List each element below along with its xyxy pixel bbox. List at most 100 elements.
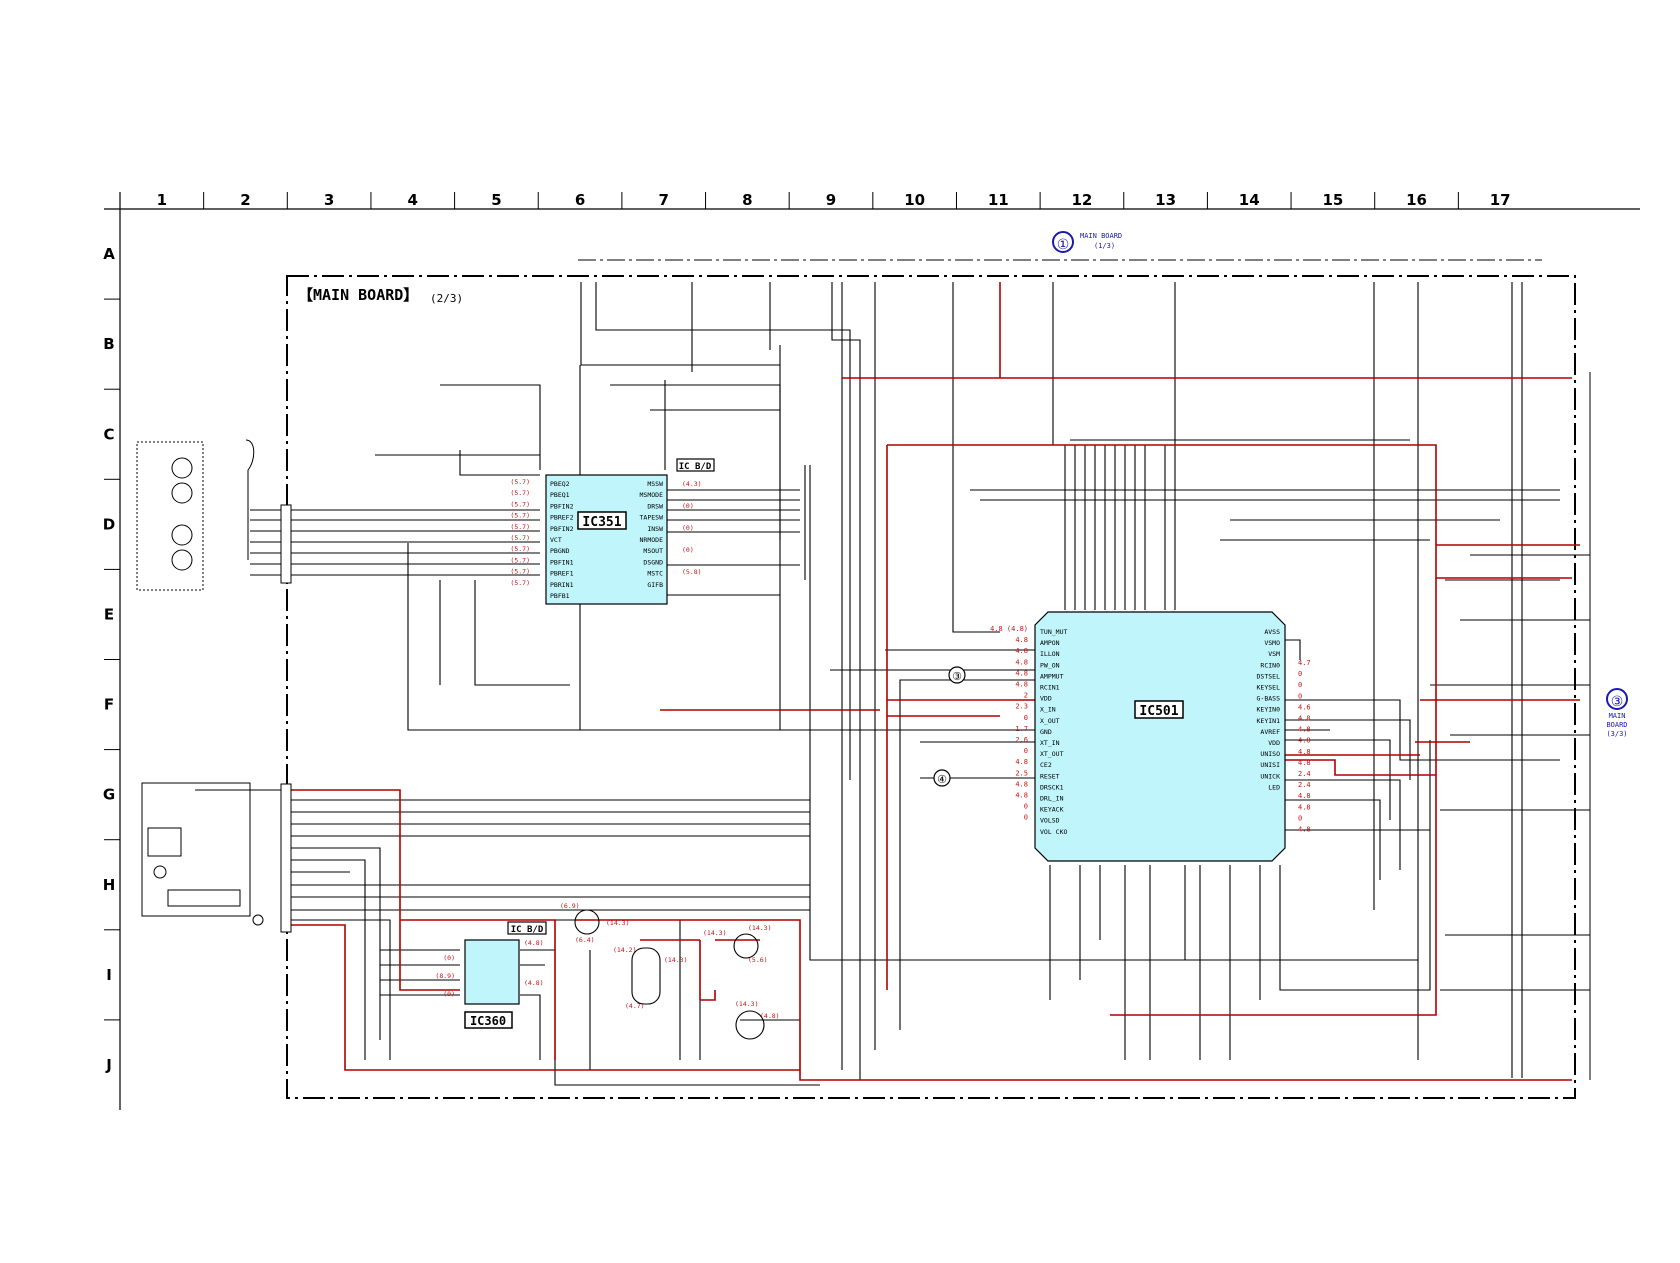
ic501-pin-label: LED [1268, 783, 1280, 791]
ic351-pin-label: PBEQ2 [550, 480, 570, 488]
voltage-label: 4.8 [1015, 636, 1028, 644]
voltage-label: 4.8 [1015, 669, 1028, 677]
ic501-pin-label: VOLSD [1040, 817, 1060, 825]
ic351-pin-label: NRMODE [640, 536, 664, 544]
voltage-label: 4.8 [1298, 759, 1311, 767]
column-label: 5 [491, 191, 501, 209]
row-label: B [103, 335, 114, 353]
voltage-label: (5.8) [682, 568, 702, 576]
column-label: 12 [1072, 191, 1093, 209]
ic501-right-pins: AVSSVSMOVSMRCIN0DSTSELKEYSELG-BASSKEYIN0… [1257, 628, 1281, 791]
voltage-label: 2.3 [1015, 703, 1028, 711]
right-connector-line2: BOARD [1606, 721, 1627, 729]
ic501-pin-label: RCIN0 [1260, 661, 1280, 669]
voltage-label: 0 [1024, 803, 1028, 811]
ic351-pin-label: MSTC [647, 570, 663, 578]
ic351-pin-label: MSSW [647, 480, 663, 488]
ic351-pin-label: MSMODE [640, 491, 664, 499]
voltage-label: 0 [1298, 692, 1302, 700]
ic351-pin-label: PBFIN2 [550, 525, 574, 533]
voltage-label: (14.3) [606, 919, 629, 927]
voltage-label: 4.7 [1298, 659, 1311, 667]
right-connector-3: ③ MAIN BOARD (3/3) [1589, 372, 1628, 1080]
column-label: 17 [1490, 191, 1511, 209]
voltage-label: (5.7) [510, 568, 530, 576]
voltage-label: (5.7) [510, 500, 530, 508]
transistors [574, 909, 765, 1040]
voltage-label: 4.8 [1015, 792, 1028, 800]
ic351-pin-label: PBFIN2 [550, 502, 574, 510]
voltage-label: 0 [1024, 814, 1028, 822]
voltage-label: (14.2) [613, 946, 636, 954]
ic351-pin-label: INSW [647, 525, 663, 533]
voltage-label: 4.8 [1015, 658, 1028, 666]
column-label: 15 [1322, 191, 1343, 209]
voltage-label: 4.8 [1015, 780, 1028, 788]
top-connector-number: ① [1057, 237, 1070, 253]
voltage-label: 2 [1024, 692, 1028, 700]
board-sheet: (2/3) [430, 292, 463, 305]
red-power-nets [287, 282, 1580, 1081]
ic501-pin-label: VDD [1268, 739, 1280, 747]
ic351-pin-label: PBEQ1 [550, 491, 570, 499]
top-connector-line1: MAIN BOARD [1080, 232, 1122, 240]
row-label: E [104, 605, 114, 623]
voltage-label: 4.8 [1298, 748, 1311, 756]
ic501-pin-label: KEYIN1 [1257, 717, 1281, 725]
column-label: 3 [324, 191, 334, 209]
right-connector-line1: MAIN [1609, 712, 1626, 720]
ic501-pin-label: CE2 [1040, 761, 1052, 769]
ic501-pin-label: VOL CKO [1040, 828, 1067, 836]
voltage-label: (0) [443, 954, 455, 962]
ic501-left-pins: TUN_MUTAMPONILLONPW_ONAMPMUTRCIN1VDDX_IN… [1040, 628, 1067, 836]
ic351-pin-label: TAPESW [640, 514, 664, 522]
ic351-label: IC351 [582, 515, 621, 530]
ic501-pin-label: AMPON [1040, 639, 1060, 647]
voltage-label: (8.9) [435, 972, 455, 980]
row-label: H [103, 876, 116, 894]
voltage-label: (5.7) [510, 534, 530, 542]
voltage-label: 4.8 [1298, 792, 1311, 800]
ic501-pin-label: GND [1040, 728, 1052, 736]
voltage-label: 4.8 [1298, 803, 1311, 811]
row-label: A [103, 245, 115, 263]
ic501-pin-label: UNISO [1260, 750, 1280, 758]
ic501-pin-label: VSM [1268, 650, 1280, 658]
grid-frame [104, 192, 1640, 1110]
column-label: 6 [575, 191, 585, 209]
ic501-pin-label: X_IN [1040, 706, 1056, 714]
voltage-label: (5.7) [510, 523, 530, 531]
ic360-tag: IC B/D [511, 925, 544, 935]
voltage-label: 4.8 [1298, 726, 1311, 734]
voltage-label: 0 [1024, 714, 1028, 722]
ic501-pin-label: VSMO [1264, 639, 1280, 647]
ic351-pin-label: PBGND [550, 547, 570, 555]
column-label: 16 [1406, 191, 1427, 209]
voltage-label: (14.3) [703, 929, 726, 937]
ic501-pin-label: KEYSEL [1257, 684, 1281, 692]
ic501-pin-label: X_OUT [1040, 717, 1060, 725]
ic351-pin-label: DRSW [647, 502, 663, 510]
voltage-label: 1.7 [1015, 725, 1028, 733]
callout-4: ④ [933, 769, 951, 787]
ic501-pin-label: KEYIN0 [1257, 706, 1281, 714]
column-label: 11 [988, 191, 1009, 209]
ic501-pin-label: RCIN1 [1040, 684, 1060, 692]
column-label: 9 [826, 191, 836, 209]
top-connector-1: ① MAIN BOARD (1/3) [1052, 231, 1122, 253]
voltage-label: 4.8 [1015, 647, 1028, 655]
voltage-label: 2.5 [1015, 769, 1028, 777]
row-label: F [104, 696, 114, 714]
ic501-pin-label: DRL_IN [1040, 795, 1064, 803]
voltage-label: 4.8 [1015, 681, 1028, 689]
ic351-pin-label: PBREF1 [550, 570, 574, 578]
voltage-label: (14.3) [664, 956, 687, 964]
ic501-pin-label: AVREF [1260, 728, 1280, 736]
ic501-left-voltages: 4.8 (4.8)4.84.84.84.84.822.301.72.604.82… [990, 625, 1028, 822]
ic501-pin-label: VDD [1040, 695, 1052, 703]
voltage-label: (4.8) [760, 1012, 780, 1020]
voltage-label: 0 [1298, 670, 1302, 678]
voltage-label: (14.3) [748, 924, 771, 932]
